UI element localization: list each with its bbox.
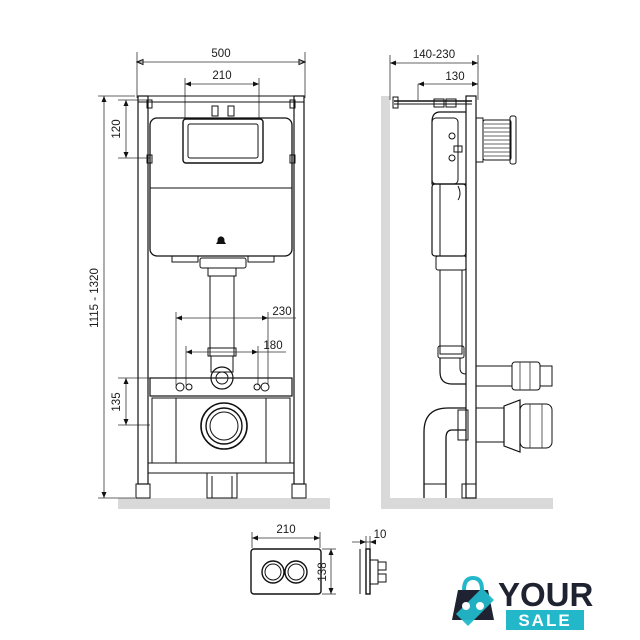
dim-top-offset: 120 [111,119,123,138]
side-floor [381,498,553,509]
side-wall [381,96,390,509]
dim-plate-thickness: 10 [374,529,387,541]
logo-word-bottom: SALE [518,611,571,630]
logo-sale-badge [506,610,584,630]
flush-button-small [261,560,285,584]
flush-button-large [284,560,308,584]
dim-pipe-spacing-narrow: 180 [263,340,282,352]
flush-plate-side: 10 [352,529,387,595]
dim-pipe-spacing-wide: 230 [272,306,291,318]
dim-front-inner-width: 210 [212,70,231,82]
dim-total-height: 1115 - 1320 [89,268,101,328]
front-view: 500 210 120 1115 - 1320 135 [89,48,330,509]
yoursale-logo[interactable]: YOUR SALE [448,570,608,632]
flush-plate-front: 210 138 [250,524,336,595]
shopping-bag-icon [452,575,494,626]
logo-word-top: YOUR [498,576,594,613]
dim-bottom-height: 135 [111,392,123,411]
dim-side-depth: 130 [445,71,464,83]
front-floor [118,498,330,509]
dim-side-depth-range: 140-230 [413,49,455,61]
side-view: 140-230 130 [381,49,553,509]
dim-front-width: 500 [211,48,230,60]
dim-plate-width: 210 [276,524,295,536]
dim-plate-height: 138 [317,562,329,581]
